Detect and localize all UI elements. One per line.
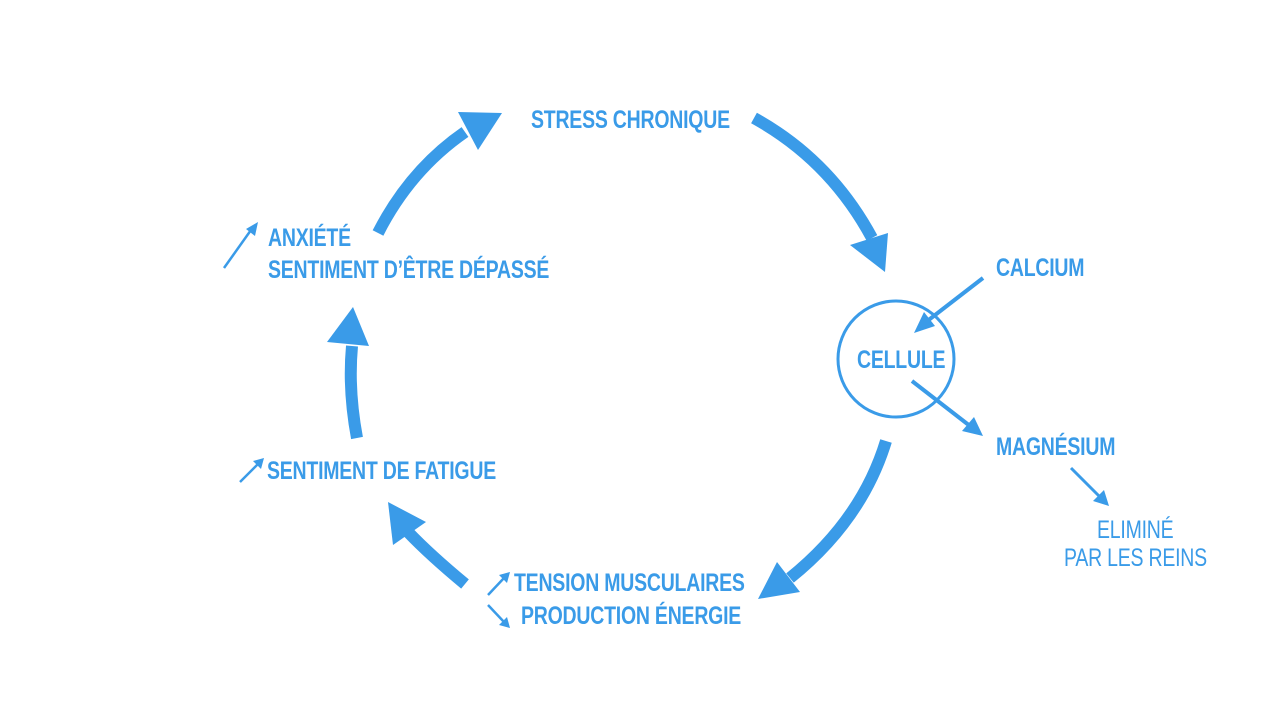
cycle-arrowhead-cellule-to-tension: [758, 562, 800, 599]
calcium-arrowhead: [914, 312, 935, 333]
cycle-arrow-cellule-to-tension: [786, 439, 892, 583]
node-magnesium: MAGNÉSIUM: [996, 433, 1116, 461]
tension-increase-icon: [487, 577, 505, 596]
node-tension-line1: TENSION MUSCULAIRES: [514, 569, 745, 597]
cycle-arrow-tension-to-fatigue: [403, 527, 469, 589]
magnesium-arrow: [910, 379, 972, 428]
energie-decrease-arrowhead: [499, 617, 510, 628]
cycle-arrowhead-fatigue-to-anxiete: [327, 307, 369, 346]
node-stress-chronique: STRESS CHRONIQUE: [531, 106, 730, 134]
cell-circle: [836, 299, 956, 419]
node-calcium: CALCIUM: [996, 254, 1085, 282]
node-tension-line2: PRODUCTION ÉNERGIE: [521, 602, 742, 630]
cycle-arrow-fatigue-to-anxiete: [344, 345, 363, 440]
node-elimine-line2: PAR LES REINS: [1064, 544, 1207, 572]
elimination-arrow: [1069, 466, 1102, 499]
node-cellule: CELLULE: [857, 346, 946, 374]
cycle-arrowhead-stress-to-cellule: [850, 233, 888, 272]
cycle-arrowhead-tension-to-fatigue: [388, 502, 426, 545]
anxiete-increase-arrowhead: [246, 222, 258, 236]
magnesium-arrowhead: [962, 417, 983, 436]
fatigue-increase-arrowhead: [253, 458, 264, 469]
energie-decrease-icon: [487, 604, 505, 623]
anxiete-increase-icon: [222, 229, 253, 269]
node-elimine-line1: ELIMINÉ: [1097, 516, 1174, 544]
tension-increase-arrowhead: [499, 572, 510, 583]
node-anxiete-line2: SENTIMENT D’ÊTRE DÉPASSÉ: [268, 256, 550, 284]
calcium-arrow: [924, 276, 985, 324]
fatigue-increase-icon: [239, 463, 259, 483]
cycle-arrowhead-anxiete-to-stress: [458, 112, 502, 150]
elimination-arrowhead: [1093, 490, 1109, 506]
node-anxiete-line1: ANXIÉTÉ: [268, 224, 351, 252]
cycle-arrow-stress-to-cellule: [751, 112, 878, 241]
cycle-arrow-anxiete-to-stress: [372, 127, 469, 236]
node-fatigue: SENTIMENT DE FATIGUE: [267, 457, 496, 485]
